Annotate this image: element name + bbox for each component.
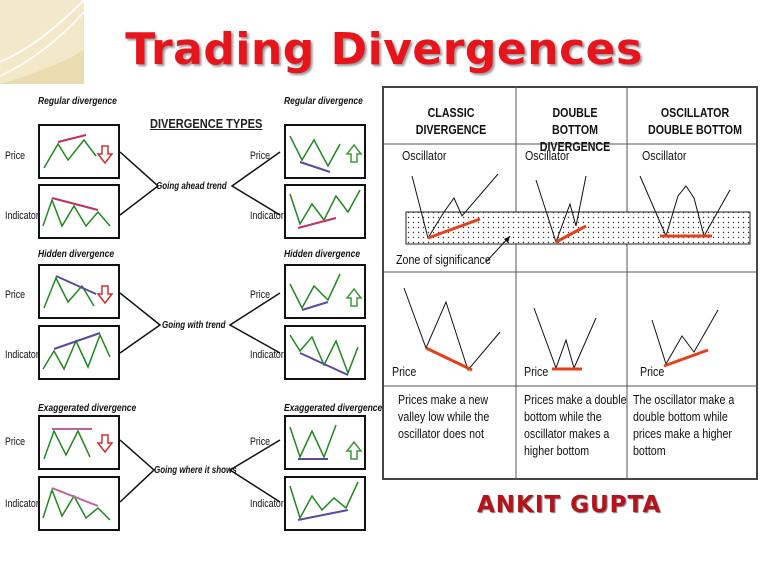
indicator-label: Indicator: [250, 349, 284, 361]
price-label: Price: [640, 364, 665, 379]
description-line: prices make a higher: [633, 426, 732, 441]
price-label: Price: [5, 436, 26, 448]
description-line: higher bottom: [524, 443, 590, 458]
regular-bullish-price-box: [284, 124, 366, 179]
description-line: bottom while the: [524, 409, 602, 424]
indicator-label: Indicator: [250, 498, 284, 510]
column-header: OSCILLATOR DOUBLE BOTTOM: [648, 105, 742, 137]
column-header: CLASSIC DIVERGENCE: [415, 105, 487, 137]
description-line: Prices make a new: [398, 392, 489, 407]
oscillator-label: Oscillator: [525, 148, 570, 163]
down-arrow-icon: [96, 285, 114, 305]
hidden-bullish-indicator-box: [284, 325, 366, 380]
indicator-label: Indicator: [5, 349, 39, 361]
trend-label: Going with trend: [162, 320, 226, 331]
hidden-bullish-price-box: [284, 264, 366, 319]
section-label: Regular divergence: [284, 96, 363, 107]
zone-of-significance-label: Zone of significance: [396, 252, 491, 267]
description-line: oscillator makes a: [524, 426, 610, 441]
description-line: valley low while the: [398, 409, 490, 424]
up-arrow-icon: [345, 143, 363, 163]
description-line: The oscillator make a: [633, 392, 735, 407]
divergence-comparison-table: CLASSIC DIVERGENCE DOUBLE BOTTOM DIVERGE…: [382, 86, 758, 480]
trend-label: Going where it shows: [154, 465, 237, 476]
section-label: Exaggerated divergence: [284, 403, 383, 414]
price-label: Price: [250, 289, 271, 301]
exaggerated-bullish-price-box: [284, 415, 366, 470]
oscillator-label: Oscillator: [402, 148, 447, 163]
indicator-label: Indicator: [5, 498, 39, 510]
section-label: Hidden divergence: [284, 249, 361, 260]
price-label: Price: [250, 150, 271, 162]
exaggerated-bullish-indicator-box: [284, 476, 366, 531]
description-line: Prices make a double: [524, 392, 627, 407]
section-label: Regular divergence: [38, 96, 117, 107]
price-label: Price: [5, 150, 26, 162]
down-arrow-icon: [96, 145, 114, 165]
exaggerated-bearish-price-box: [38, 415, 120, 470]
price-label: Price: [250, 436, 271, 448]
description-line: oscillator does not: [398, 426, 484, 441]
up-arrow-icon: [345, 440, 363, 460]
oscillator-label: Oscillator: [642, 148, 687, 163]
trend-label: Going ahead trend: [156, 181, 227, 192]
price-label: Price: [392, 364, 417, 379]
regular-bearish-price-box: [38, 124, 120, 179]
column-header: DOUBLE BOTTOM DIVERGENCE: [539, 105, 611, 154]
connector-lines: [119, 151, 281, 503]
indicator-label: Indicator: [5, 210, 39, 222]
regular-bearish-indicator-box: [38, 184, 120, 239]
author-name: ANKIT GUPTA: [477, 492, 662, 518]
table-drawing: [382, 86, 758, 480]
corner-swoosh-graphic: [0, 0, 84, 84]
price-label: Price: [524, 364, 549, 379]
hidden-bearish-price-box: [38, 264, 120, 319]
section-label: Exaggerated divergence: [38, 403, 137, 414]
description-line: bottom: [633, 443, 666, 458]
description-line: double bottom while: [633, 409, 728, 424]
price-label: Price: [5, 289, 26, 301]
up-arrow-icon: [345, 287, 363, 307]
section-label: Hidden divergence: [38, 249, 115, 260]
down-arrow-icon: [96, 434, 114, 454]
regular-bullish-indicator-box: [284, 184, 366, 239]
page-title: Trading Divergences: [125, 24, 643, 75]
hidden-bearish-indicator-box: [38, 325, 120, 380]
diagram-heading: DIVERGENCE TYPES: [150, 116, 263, 131]
exaggerated-bearish-indicator-box: [38, 476, 120, 531]
corner-decoration: [0, 0, 84, 84]
